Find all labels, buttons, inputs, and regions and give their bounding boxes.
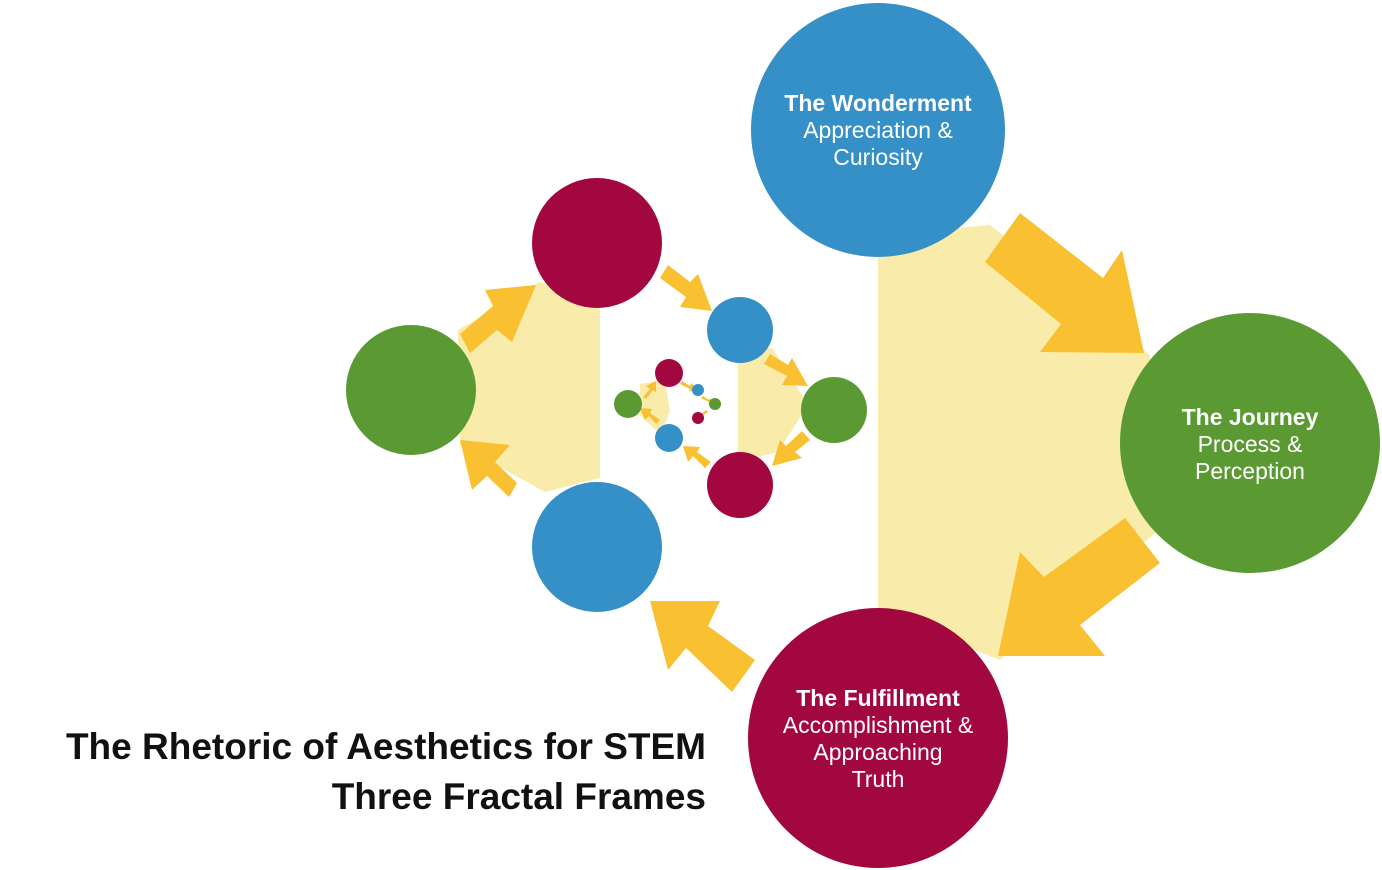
arrow-blue-to-green-l3 — [764, 354, 808, 386]
blue-circle-l2 — [532, 482, 662, 612]
red-circle-l5 — [692, 412, 704, 424]
arrow-green-to-red-l3 — [772, 431, 810, 466]
blue-circle-l3 — [707, 297, 773, 363]
circles — [346, 3, 1380, 868]
caption-subtitle: Three Fractal Frames — [331, 776, 706, 817]
wonderment-line1: Appreciation & — [803, 117, 953, 143]
wonderment-line2: Curiosity — [833, 144, 923, 170]
arrow-blue-to-green-l2 — [460, 440, 517, 497]
arrows — [460, 213, 1160, 692]
caption-title: The Rhetoric of Aesthetics for STEM — [65, 726, 706, 767]
arrow-green-to-red-l4 — [643, 381, 656, 399]
green-circle-l4 — [614, 390, 642, 418]
journey-circle — [1120, 313, 1380, 573]
fulfillment-line2: Approaching — [813, 739, 942, 765]
diagram-caption: The Rhetoric of Aesthetics for STEM Thre… — [66, 722, 706, 822]
journey-line2: Perception — [1195, 458, 1305, 484]
blue-circle-l5 — [692, 384, 704, 396]
wonderment-title: The Wonderment — [784, 90, 972, 116]
arrow-blue-to-green-l4 — [640, 408, 660, 424]
wonderment-label: The Wonderment Appreciation & Curiosity — [784, 90, 972, 170]
fulfillment-label: The Fulfillment Accomplishment & Approac… — [783, 685, 973, 792]
journey-line1: Process & — [1198, 431, 1303, 457]
journey-label: The Journey Process & Perception — [1182, 404, 1319, 484]
arrow-red-to-blue-l4 — [683, 446, 711, 468]
fulfillment-circle — [748, 608, 1008, 868]
red-circle-l3 — [707, 452, 773, 518]
green-circle-l5 — [709, 398, 721, 410]
blue-circle-l4 — [655, 424, 683, 452]
fulfillment-line3: Truth — [852, 766, 905, 792]
wonderment-circle — [751, 3, 1005, 257]
arrow-red-to-blue-l3 — [660, 265, 712, 311]
arrow-wonderment-to-journey — [985, 213, 1144, 353]
fulfillment-line1: Accomplishment & — [783, 712, 973, 738]
fulfillment-title: The Fulfillment — [796, 685, 960, 711]
red-circle-l2 — [532, 178, 662, 308]
journey-title: The Journey — [1182, 404, 1319, 430]
red-circle-l4 — [655, 359, 683, 387]
green-circle-l3 — [801, 377, 867, 443]
arrow-fulfillment-to-blue — [650, 601, 755, 692]
arrow-green-to-red-l2 — [460, 285, 536, 353]
green-circle-l2 — [346, 325, 476, 455]
arrow-journey-to-fulfillment — [998, 518, 1160, 656]
band-level2 — [458, 282, 600, 492]
band-level3 — [738, 345, 808, 462]
